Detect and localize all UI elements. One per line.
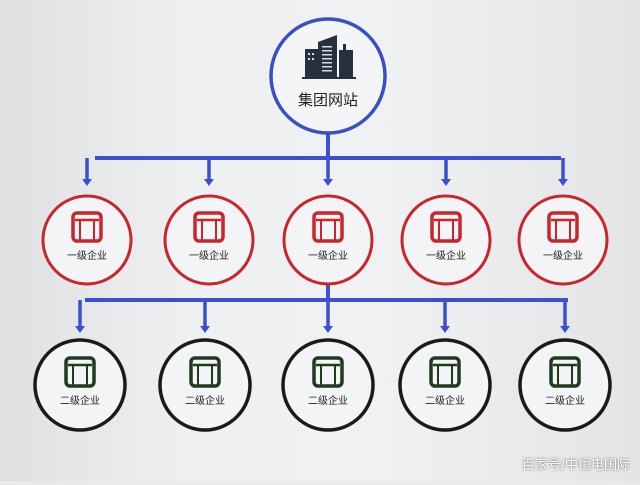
connectors bbox=[75, 133, 570, 333]
level1-node-label: 一级企业 bbox=[426, 249, 466, 262]
window-icon bbox=[549, 356, 581, 388]
watermark: 百家号/中恒电国际 bbox=[521, 458, 630, 473]
window-icon bbox=[189, 356, 221, 388]
level2-node: 二级企业 bbox=[518, 338, 612, 432]
level2-node-label: 二级企业 bbox=[308, 394, 348, 407]
level2-node-label: 二级企业 bbox=[545, 394, 585, 407]
arrow-head-icon bbox=[440, 326, 450, 333]
level1-node-label: 一级企业 bbox=[67, 249, 107, 262]
level1-node-label: 一级企业 bbox=[189, 249, 229, 262]
window-icon bbox=[71, 211, 103, 243]
level2-nodes: 二级企业 二级企业 二级企业 二级企业 二级企业 bbox=[33, 338, 612, 432]
level2-node: 二级企业 bbox=[158, 338, 252, 432]
window-icon bbox=[312, 211, 344, 243]
window-icon bbox=[64, 356, 96, 388]
level1-node: 一级企业 bbox=[517, 194, 609, 286]
window-icon bbox=[193, 211, 225, 243]
arrow-head-icon bbox=[200, 326, 210, 333]
level1-node: 一级企业 bbox=[282, 194, 374, 286]
arrow-head-icon bbox=[560, 326, 570, 333]
level1-node-label: 一级企业 bbox=[308, 249, 348, 262]
arrow-head-icon bbox=[323, 179, 333, 186]
level2-node-label: 二级企业 bbox=[185, 394, 225, 407]
level2-node-label: 二级企业 bbox=[60, 394, 100, 407]
level2-node-label: 二级企业 bbox=[425, 394, 465, 407]
arrow-head-icon bbox=[82, 179, 92, 186]
level2-node: 二级企业 bbox=[281, 338, 375, 432]
window-icon bbox=[430, 211, 462, 243]
level1-node: 一级企业 bbox=[41, 194, 133, 286]
level1-node-label: 一级企业 bbox=[543, 249, 583, 262]
arrow-head-icon bbox=[441, 179, 451, 186]
level1-nodes: 一级企业 一级企业 一级企业 一级企业 一级企业 bbox=[41, 194, 609, 286]
arrow-head-icon bbox=[323, 326, 333, 333]
window-icon bbox=[312, 356, 344, 388]
building-icon bbox=[302, 35, 356, 79]
root-label: 集团网站 bbox=[298, 91, 358, 109]
arrow-head-icon bbox=[558, 179, 568, 186]
level1-node: 一级企业 bbox=[163, 194, 255, 286]
arrow-head-icon bbox=[204, 179, 214, 186]
window-icon bbox=[547, 211, 579, 243]
level2-node: 二级企业 bbox=[398, 338, 492, 432]
level1-node: 一级企业 bbox=[400, 194, 492, 286]
level2-node: 二级企业 bbox=[33, 338, 127, 432]
window-icon bbox=[429, 356, 461, 388]
root-node: 集团网站 bbox=[269, 17, 387, 135]
arrow-head-icon bbox=[75, 326, 85, 333]
